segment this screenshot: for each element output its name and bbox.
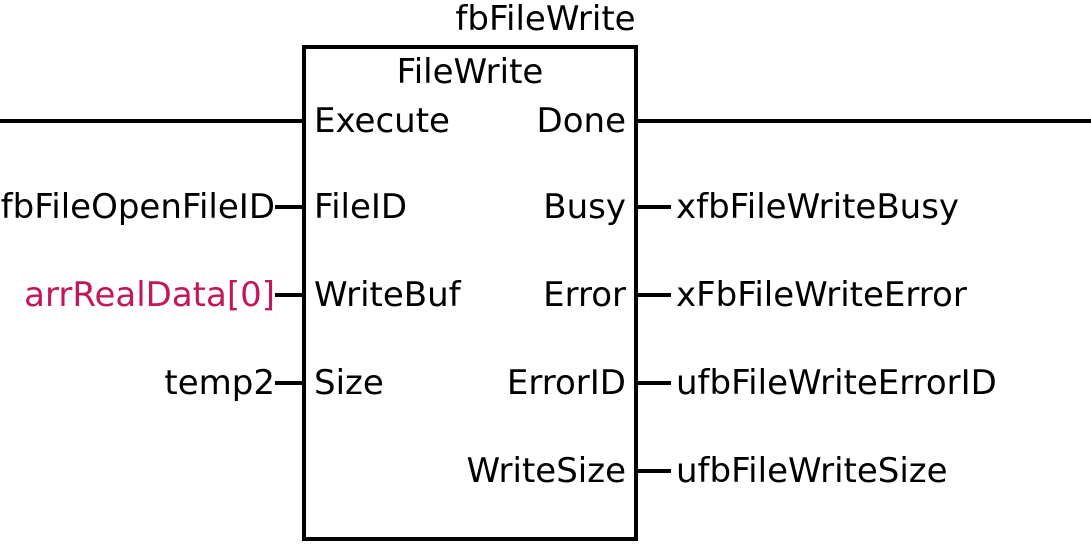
block-type-name: FileWrite xyxy=(396,52,544,92)
pin-input-writebuf[interactable]: WriteBuf xyxy=(314,275,461,315)
wire-output-error[interactable] xyxy=(634,293,671,297)
wire-input-fileid[interactable] xyxy=(275,205,306,209)
pin-output-writesize[interactable]: WriteSize xyxy=(466,451,626,491)
wire-input-size[interactable] xyxy=(275,381,306,385)
variable-input-fileid[interactable]: fbFileOpenFileID xyxy=(0,187,275,227)
wire-output-writesize[interactable] xyxy=(634,469,671,473)
wire-output-busy[interactable] xyxy=(634,205,671,209)
wire-output-done[interactable] xyxy=(638,119,1091,123)
pin-input-execute[interactable]: Execute xyxy=(314,101,450,141)
pin-output-errorid[interactable]: ErrorID xyxy=(506,363,626,403)
pin-input-fileid[interactable]: FileID xyxy=(314,187,408,227)
wire-input-writebuf[interactable] xyxy=(275,293,306,297)
pin-output-done[interactable]: Done xyxy=(536,101,626,141)
variable-input-size[interactable]: temp2 xyxy=(164,363,275,403)
function-block-body[interactable] xyxy=(302,45,638,541)
pin-output-busy[interactable]: Busy xyxy=(543,187,626,227)
pin-input-size[interactable]: Size xyxy=(314,363,384,403)
variable-output-error[interactable]: xFbFileWriteError xyxy=(676,275,967,315)
variable-input-writebuf[interactable]: arrRealData[0] xyxy=(24,275,275,315)
variable-output-busy[interactable]: xfbFileWriteBusy xyxy=(676,187,960,227)
variable-output-errorid[interactable]: ufbFileWriteErrorID xyxy=(676,363,997,403)
block-instance-name: fbFileWrite xyxy=(455,0,636,39)
pin-output-error[interactable]: Error xyxy=(543,275,626,315)
wire-input-execute[interactable] xyxy=(0,119,302,123)
wire-output-errorid[interactable] xyxy=(634,381,671,385)
variable-output-writesize[interactable]: ufbFileWriteSize xyxy=(676,451,948,491)
